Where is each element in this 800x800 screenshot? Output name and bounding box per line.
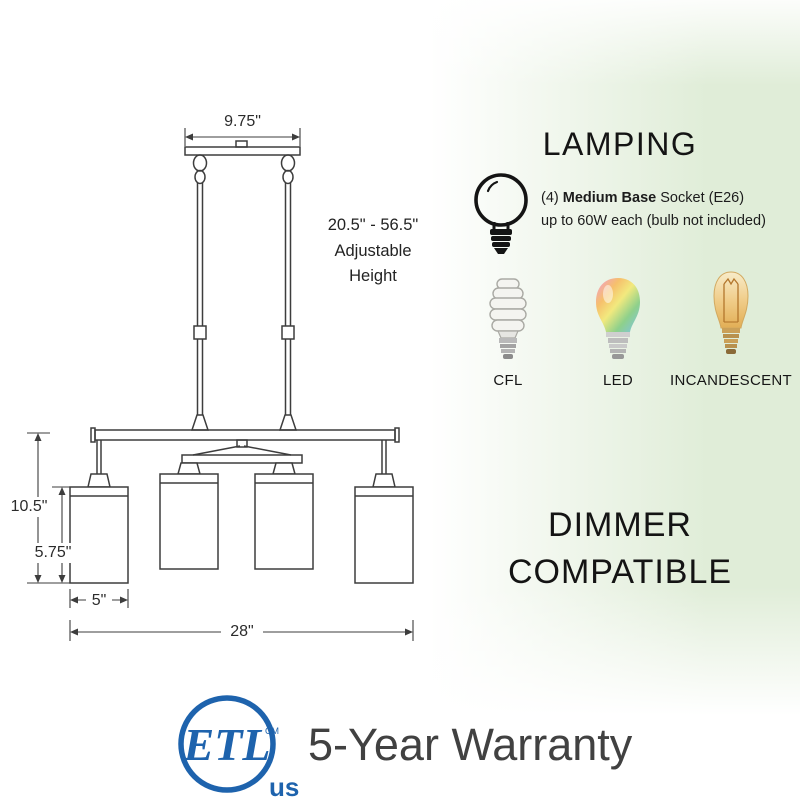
dimmer-compatible-text: DIMMER COMPATIBLE <box>455 502 785 596</box>
dim-shade-width: 5" <box>86 591 112 611</box>
cfl-bulb: CFL <box>470 264 546 389</box>
ceiling-canopy <box>184 140 301 156</box>
dimmer-line-2: COMPATIBLE <box>507 553 733 591</box>
lamp-shades <box>69 440 414 584</box>
etl-cm-mark: CM <box>265 726 279 736</box>
etl-certification-logo: ETL CM us <box>178 695 299 800</box>
bulb-socket-icon <box>474 173 528 254</box>
socket-spec-text: (4) Medium Base Socket (E26) up to 60W e… <box>541 190 793 229</box>
fixture-frame <box>90 427 400 464</box>
incandescent-label: INCANDESCENT <box>670 372 792 389</box>
led-label: LED <box>602 372 634 389</box>
dim-total-width: 28" <box>221 622 263 642</box>
height-range: 20.5" - 56.5" <box>327 216 419 234</box>
height-label-1: Adjustable <box>334 241 412 260</box>
warranty-text: 5-Year Warranty <box>308 719 633 770</box>
socket-suffix: Socket (E26) <box>656 190 745 206</box>
cfl-bulb-image <box>489 278 527 359</box>
socket-line-1: (4) Medium Base Socket (E26) <box>541 190 793 207</box>
dim-shade-height: 5.75" <box>29 543 77 563</box>
dim-canopy-width: 9.75" <box>205 112 280 132</box>
incandescent-bulb-image <box>713 271 749 354</box>
socket-bold: Medium Base <box>562 190 657 206</box>
height-label-2: Height <box>349 267 397 286</box>
led-bulb-image <box>596 278 640 359</box>
led-bulb: LED <box>580 264 656 389</box>
socket-line-2: up to 60W each (bulb not included) <box>541 212 766 229</box>
etl-us-mark: us <box>269 772 299 800</box>
downrods <box>190 183 298 431</box>
lamping-title: LAMPING <box>542 126 698 162</box>
hanging-loops <box>192 154 296 185</box>
etl-letters: ETL <box>183 719 271 770</box>
cfl-label: CFL <box>493 372 523 389</box>
incandescent-bulb: INCANDESCENT <box>670 264 792 389</box>
dim-adjustable-height: 20.5" - 56.5" Adjustable Height <box>312 213 434 290</box>
dimension-arrowheads <box>34 133 413 636</box>
socket-prefix: (4) <box>541 190 563 206</box>
dim-fixture-height: 10.5" <box>5 497 53 517</box>
dimmer-line-1: DIMMER <box>548 506 692 544</box>
chandelier-line-drawing <box>27 128 414 641</box>
